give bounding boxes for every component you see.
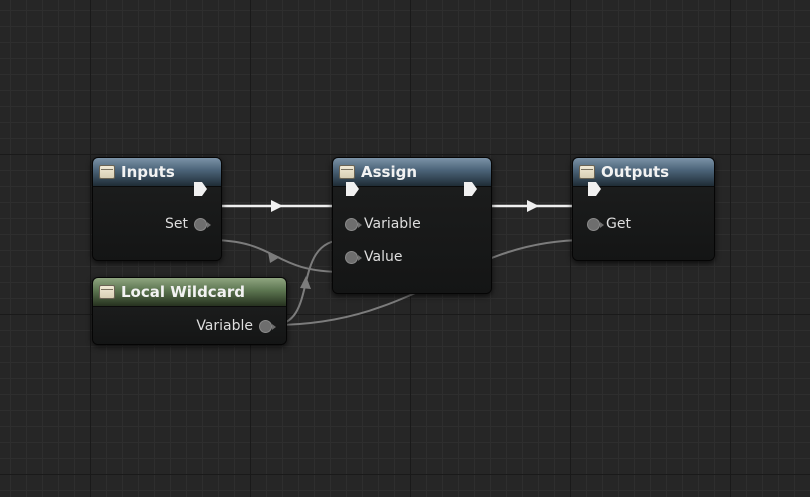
outputs-node-header[interactable]: Outputs (573, 158, 714, 187)
outputs-node[interactable]: Outputs Get (572, 157, 715, 261)
exec-in-pin[interactable] (587, 181, 602, 197)
struct-icon (99, 165, 115, 179)
pin-get[interactable]: Get (587, 215, 631, 233)
assign-node-title: Assign (361, 163, 418, 181)
pin-set[interactable]: Set (165, 215, 211, 233)
local-wildcard-node-title: Local Wildcard (121, 283, 245, 301)
local-wildcard-node[interactable]: Local Wildcard Variable (92, 277, 287, 345)
pin-variable[interactable]: Variable (196, 317, 276, 335)
pin-variable[interactable]: Variable (345, 215, 421, 233)
inputs-node-title: Inputs (121, 163, 175, 181)
local-wildcard-node-header[interactable]: Local Wildcard (93, 278, 286, 307)
data-pin-icon (587, 217, 604, 231)
struct-icon (579, 165, 595, 179)
exec-wire-arrow (527, 200, 539, 212)
data-pin-icon (345, 250, 362, 264)
pin-variable-label: Variable (196, 318, 253, 334)
pin-variable-label: Variable (364, 216, 421, 232)
outputs-node-title: Outputs (601, 163, 670, 181)
exec-out-pin[interactable] (463, 181, 478, 197)
data-wire-set-value[interactable] (208, 239, 345, 273)
pin-get-label: Get (606, 216, 631, 232)
data-wire-arrow (300, 276, 311, 289)
exec-in-pin[interactable] (345, 181, 360, 197)
inputs-node[interactable]: Inputs Set (92, 157, 222, 261)
data-pin-icon (194, 217, 211, 231)
pin-set-label: Set (165, 216, 188, 232)
data-pin-icon (345, 217, 362, 231)
struct-icon (99, 285, 115, 299)
data-pin-icon (259, 319, 276, 333)
exec-out-pin[interactable] (193, 181, 208, 197)
pin-value[interactable]: Value (345, 248, 402, 266)
struct-icon (339, 165, 355, 179)
assign-node[interactable]: Assign Variable Value (332, 157, 492, 294)
data-wire-arrow (268, 252, 280, 263)
exec-wire-arrow (271, 200, 283, 212)
pin-value-label: Value (364, 249, 403, 265)
